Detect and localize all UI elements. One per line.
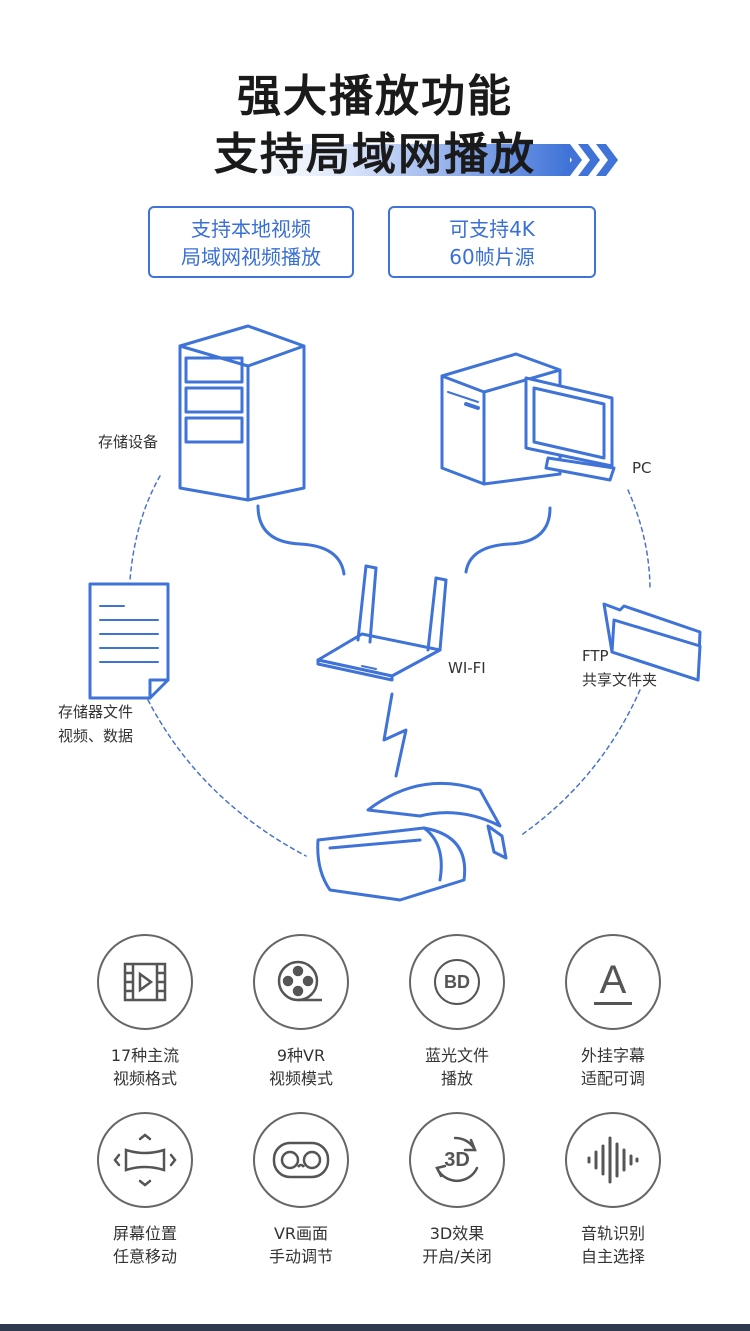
- title-line-1: 强大播放功能: [237, 71, 513, 122]
- feature-caption-line2: 开启/关闭: [422, 1247, 492, 1266]
- feature-3d: 3D 3D效果 开启/关闭: [382, 1112, 532, 1268]
- shared-folder-icon: [602, 602, 702, 682]
- feature-screen-position: 屏幕位置 任意移动: [70, 1112, 220, 1268]
- feature-bluray: BD 蓝光文件 播放: [382, 934, 532, 1090]
- feature-caption: 外挂字幕 适配可调: [538, 1044, 688, 1090]
- ftp-label-line1: FTP: [582, 647, 609, 665]
- tag-local-video-line1: 支持本地视频: [191, 217, 311, 241]
- vr-headset-icon: [316, 781, 508, 902]
- feature-caption: 9种VR 视频模式: [226, 1044, 376, 1090]
- tag-4k: 可支持4K 60帧片源: [388, 206, 596, 278]
- font-a-icon-text: A: [599, 957, 627, 1002]
- wireless-signal-icon: [382, 692, 408, 778]
- files-label: 存储器文件 视频、数据: [58, 700, 133, 748]
- tag-local-video-line2: 局域网视频播放: [181, 245, 321, 269]
- ftp-label: FTP 共享文件夹: [582, 644, 657, 692]
- storage-cable: [256, 504, 346, 576]
- feature-caption-line2: 任意移动: [112, 1247, 177, 1266]
- feature-caption-line1: 17种主流: [110, 1046, 180, 1065]
- storage-label: 存储设备: [98, 433, 159, 451]
- files-label-line1: 存储器文件: [58, 703, 134, 721]
- screen-position-icon: [97, 1112, 193, 1208]
- feature-caption-line1: 蓝光文件: [424, 1046, 489, 1065]
- feature-caption: 17种主流 视频格式: [70, 1044, 220, 1090]
- bd-icon-text: BD: [434, 959, 480, 1005]
- feature-caption: 音轨识别 自主选择: [538, 1222, 688, 1268]
- bottom-divider: [0, 1324, 750, 1331]
- feature-caption-line2: 视频格式: [112, 1069, 177, 1088]
- pc-icon: [440, 352, 616, 486]
- title-line-2: 支持局域网播放: [214, 129, 536, 180]
- feature-caption-line2: 适配可调: [580, 1069, 645, 1088]
- feature-video-formats: 17种主流 视频格式: [70, 934, 220, 1090]
- wifi-router-icon: [316, 564, 448, 682]
- tag-4k-line2: 60帧片源: [449, 245, 535, 269]
- feature-caption-line1: 9种VR: [276, 1046, 326, 1065]
- feature-caption: VR画面 手动调节: [226, 1222, 376, 1268]
- feature-caption: 3D效果 开启/关闭: [382, 1222, 532, 1268]
- files-label-line2: 视频、数据: [58, 727, 134, 745]
- vr-glasses-icon: [253, 1112, 349, 1208]
- feature-caption-line2: 自主选择: [580, 1247, 645, 1266]
- wifi-label: WI-FI: [448, 659, 486, 677]
- film-play-icon: [97, 934, 193, 1030]
- film-reel-icon: [253, 934, 349, 1030]
- storage-server-icon: [178, 324, 306, 502]
- tag-4k-line1: 可支持4K: [449, 217, 535, 241]
- dashed-connection-circle: [129, 475, 651, 857]
- feature-caption-line1: 音轨识别: [580, 1224, 645, 1243]
- feature-audio-track: 音轨识别 自主选择: [538, 1112, 688, 1268]
- feature-vr-modes: 9种VR 视频模式: [226, 934, 376, 1090]
- feature-caption: 屏幕位置 任意移动: [70, 1222, 220, 1268]
- pc-label: PC: [632, 459, 652, 477]
- feature-vr-adjust: VR画面 手动调节: [226, 1112, 376, 1268]
- audio-track-icon: [565, 1112, 661, 1208]
- document-icon: [88, 582, 170, 700]
- network-diagram: [88, 324, 702, 902]
- feature-caption-line2: 视频模式: [268, 1069, 333, 1088]
- feature-caption-line2: 手动调节: [268, 1247, 333, 1266]
- 3d-icon-text: 3D: [444, 1148, 470, 1171]
- feature-subtitles: A 外挂字幕 适配可调: [538, 934, 688, 1090]
- ftp-label-line2: 共享文件夹: [582, 671, 658, 689]
- feature-caption: 蓝光文件 播放: [382, 1044, 532, 1090]
- feature-caption-line1: 外挂字幕: [580, 1046, 645, 1065]
- tag-local-video: 支持本地视频 局域网视频播放: [148, 206, 354, 278]
- pc-cable: [464, 506, 552, 574]
- title-underline-arrow: [200, 144, 618, 176]
- bd-icon: BD: [409, 934, 505, 1030]
- font-a-icon: A: [565, 934, 661, 1030]
- feature-caption-line1: VR画面: [273, 1224, 329, 1243]
- feature-caption-line1: 3D效果: [429, 1224, 485, 1243]
- feature-caption-line2: 播放: [440, 1069, 473, 1088]
- feature-caption-line1: 屏幕位置: [112, 1224, 177, 1243]
- 3d-rotate-icon: 3D: [409, 1112, 505, 1208]
